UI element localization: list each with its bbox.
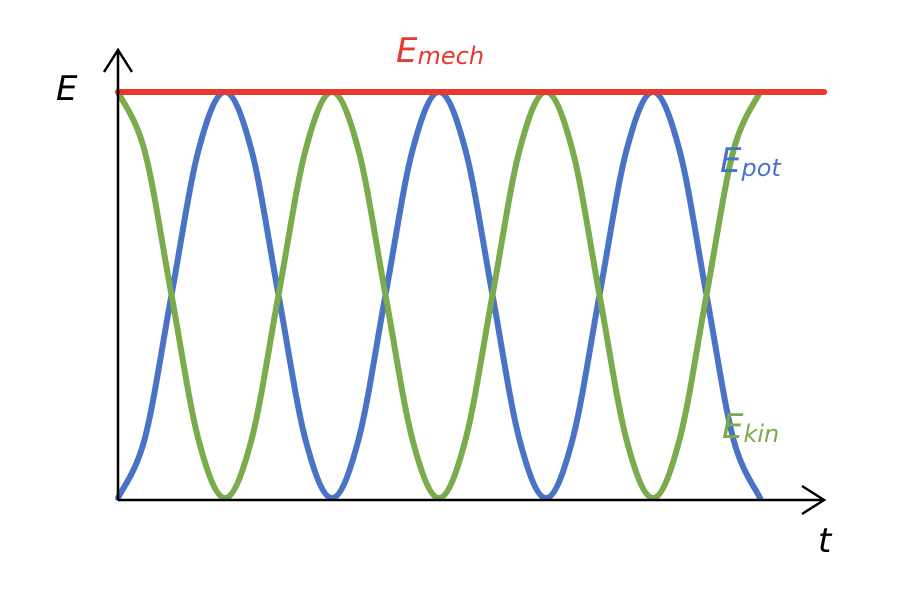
series-line-kin [115,89,763,501]
series-label-pot-sub: pot [740,154,782,182]
series-label-pot-main: E [720,141,742,181]
y-axis-arrow [102,47,134,73]
series-label-kin-main: E [722,407,744,447]
x-axis-arrow [801,484,827,516]
series-label-mech-sub: mech [417,42,484,70]
series-label-kin: Ekin [722,407,779,448]
series-line-pot [115,89,763,501]
series-layer [115,89,828,501]
series-label-kin-sub: kin [743,420,779,448]
x-axis-label: t [818,521,833,561]
series-label-mech: Emech [396,31,484,71]
series-label-mech-main: E [396,31,418,71]
series-label-pot: Epot [720,141,782,182]
y-axis-label: E [56,69,78,109]
